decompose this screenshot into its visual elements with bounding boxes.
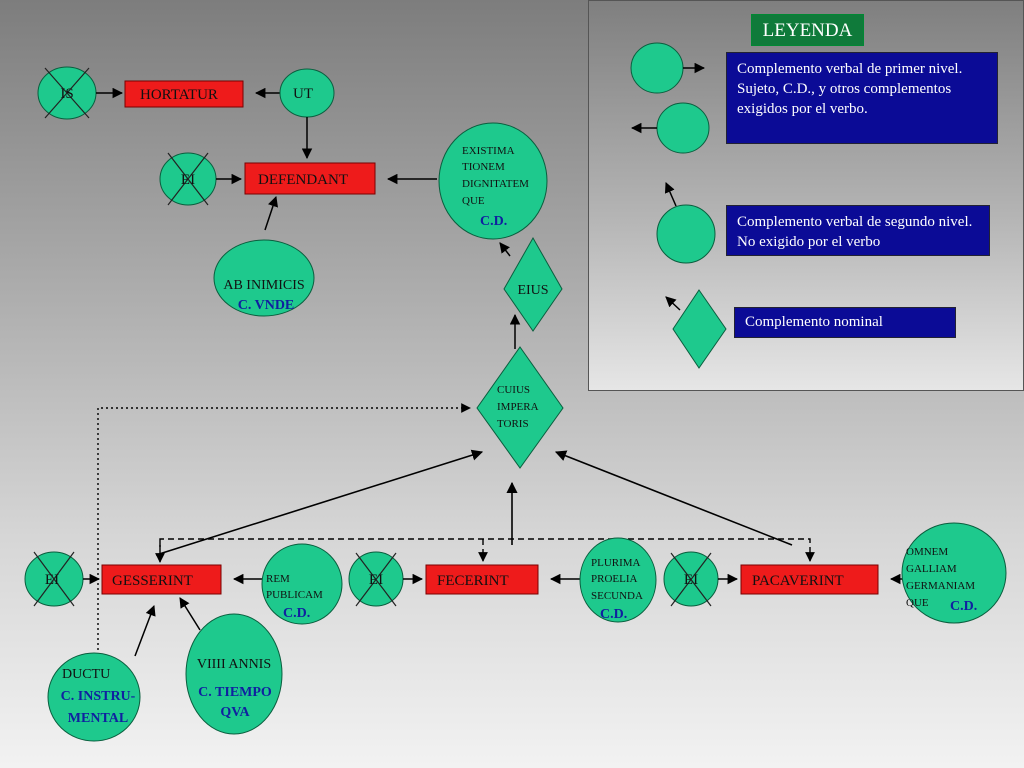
node-proelia-line: PLURIMA bbox=[591, 557, 641, 569]
node-ei-2: EI bbox=[348, 551, 404, 607]
node-ei-top-label: EI bbox=[181, 172, 195, 188]
node-proelia-line: SECUNDA bbox=[591, 590, 643, 602]
node-defendant-label: DEFENDANT bbox=[258, 172, 348, 188]
node-cuius-line: TORIS bbox=[497, 418, 529, 430]
node-pacaverint-label: PACAVERINT bbox=[752, 573, 844, 589]
node-gesserint: GESSERINT bbox=[101, 564, 222, 595]
node-hortatur-label: HORTATUR bbox=[140, 87, 218, 103]
node-cuius-line: CUIUS bbox=[497, 384, 530, 396]
node-ductu-label: DUCTU bbox=[62, 667, 110, 682]
node-existimatio-line: QUE bbox=[462, 195, 485, 207]
node-rem-publicam-line: PUBLICAM bbox=[266, 589, 323, 601]
node-ductu-role: C. INSTRU- bbox=[61, 689, 136, 704]
node-eius: EIUS bbox=[503, 236, 563, 332]
node-cuius-line: IMPERA bbox=[497, 401, 539, 413]
node-gesserint-label: GESSERINT bbox=[112, 573, 193, 589]
node-rem-publicam-line: REM bbox=[266, 573, 290, 585]
node-fecerint-label: FECERINT bbox=[437, 573, 509, 589]
legend-text-second-level: Complemento verbal de segundo nivel. No … bbox=[737, 214, 973, 250]
node-ut-label: UT bbox=[293, 86, 313, 102]
node-hortatur: HORTATUR bbox=[124, 80, 244, 108]
legend-box-first-level: Complemento verbal de primer nivel. Suje… bbox=[726, 52, 998, 144]
node-existimatio-role: C.D. bbox=[480, 214, 507, 229]
node-rem-publicam-role: C.D. bbox=[283, 606, 310, 621]
node-galliam: OMNEM GALLIAM GERMANIAM QUE C.D. bbox=[901, 522, 1007, 624]
node-ductu: DUCTU C. INSTRU- MENTAL bbox=[47, 652, 141, 742]
node-proelia-role: C.D. bbox=[600, 607, 627, 622]
node-galliam-line: OMNEM bbox=[906, 546, 948, 558]
node-rem-publicam: REM PUBLICAM C.D. bbox=[261, 543, 343, 625]
node-existimatio-line: DIGNITATEM bbox=[462, 178, 529, 190]
node-galliam-line: QUE bbox=[906, 597, 929, 609]
node-galliam-line: GERMANIAM bbox=[906, 580, 975, 592]
node-proelia: PLURIMA PROELIA SECUNDA C.D. bbox=[579, 537, 657, 623]
legend-text-nominal: Complemento nominal bbox=[745, 314, 883, 330]
node-ei-2-label: EI bbox=[369, 572, 383, 588]
node-pacaverint: PACAVERINT bbox=[740, 564, 879, 595]
node-galliam-line: GALLIAM bbox=[906, 563, 957, 575]
node-ab-inimicis-label: AB INIMICIS bbox=[223, 278, 304, 293]
node-viiii-label: VIIII ANNIS bbox=[197, 657, 271, 672]
node-ei-top: EI bbox=[159, 152, 217, 206]
node-ei-3: EI bbox=[663, 551, 719, 607]
node-defendant: DEFENDANT bbox=[244, 162, 376, 195]
node-existimatio: EXISTIMA TIONEM DIGNITATEM QUE C.D. bbox=[438, 122, 548, 240]
node-galliam-role: C.D. bbox=[950, 599, 977, 614]
node-eius-label: EIUS bbox=[517, 283, 548, 298]
node-ductu-role: MENTAL bbox=[68, 711, 128, 726]
legend-box-second-level: Complemento verbal de segundo nivel. No … bbox=[726, 205, 990, 256]
node-existimatio-line: TIONEM bbox=[462, 161, 505, 173]
node-ab-inimicis: AB INIMICIS C. VNDE bbox=[213, 239, 315, 317]
node-ei-3-label: EI bbox=[684, 572, 698, 588]
node-viiii-role: QVA bbox=[220, 705, 250, 720]
legend-title: LEYENDA bbox=[751, 14, 864, 46]
node-cuius: CUIUS IMPERA TORIS bbox=[476, 346, 564, 469]
node-fecerint: FECERINT bbox=[425, 564, 539, 595]
legend-box-nominal: Complemento nominal bbox=[734, 307, 956, 338]
node-ei-1-label: EI bbox=[45, 572, 59, 588]
node-ut: UT bbox=[279, 68, 335, 118]
node-ei-1: EI bbox=[24, 551, 84, 607]
node-proelia-line: PROELIA bbox=[591, 573, 638, 585]
node-existimatio-line: EXISTIMA bbox=[462, 145, 515, 157]
node-viiii-role: C. TIEMPO bbox=[198, 685, 272, 700]
legend-text-first-level: Complemento verbal de primer nivel. Suje… bbox=[737, 61, 963, 117]
node-viiii-annis: VIIII ANNIS C. TIEMPO QVA bbox=[185, 613, 283, 735]
node-is-label: IS bbox=[60, 86, 73, 102]
node-ab-inimicis-role: C. VNDE bbox=[238, 298, 295, 313]
node-is: IS bbox=[37, 66, 97, 120]
